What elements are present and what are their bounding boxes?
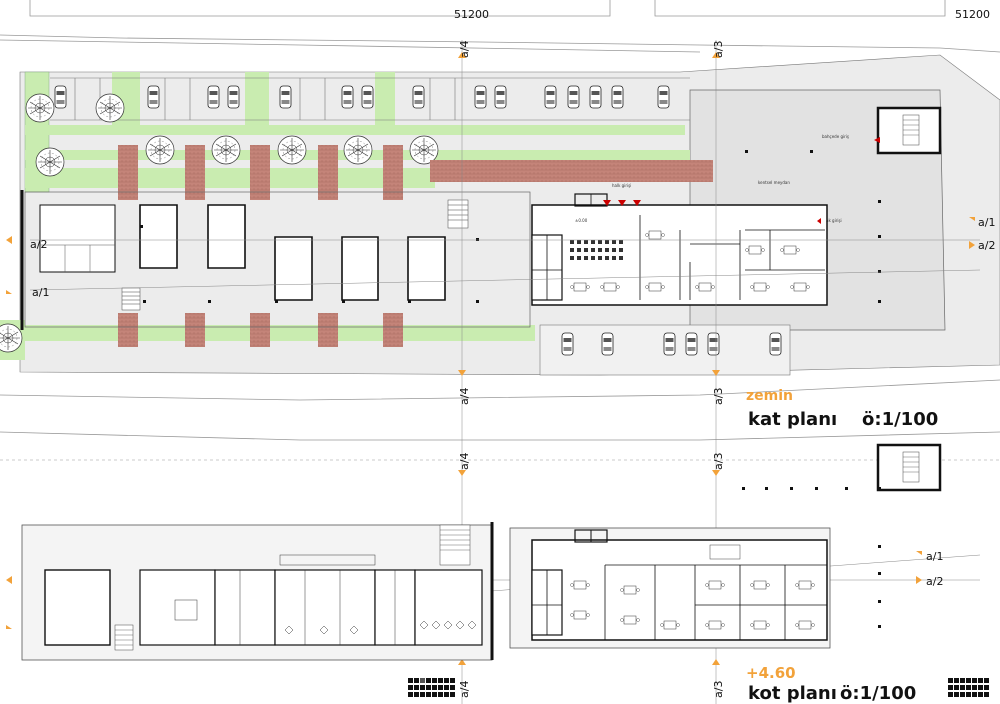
street-lines-top — [0, 0, 1000, 53]
ground-floor-title-level: zemin — [746, 388, 793, 404]
upper-floor-title-main: kot planı — [748, 683, 837, 704]
ground-floor-title-main: kat planı — [748, 409, 837, 430]
section-a1-right: a/1 — [978, 216, 995, 229]
ground-floor-plan: bahçede giriş kentsel meydan halk girişi… — [0, 54, 1000, 376]
section-a2-right-upper: a/2 — [926, 575, 943, 588]
scale-bar-icon — [408, 678, 455, 697]
parking-cars-bottom — [539, 324, 791, 376]
section-a4-upper: a/4 — [458, 453, 471, 470]
section-arrow-icon — [6, 52, 975, 665]
upper-floor-plan — [21, 443, 942, 661]
label-entry: ak girişi — [826, 218, 842, 223]
upper-floor-title-scale: ö:1/100 — [840, 683, 916, 704]
section-a1-left: a/1 — [32, 286, 49, 299]
section-a3-top: a/3 — [712, 41, 725, 58]
section-a4-bottom: a/4 — [458, 681, 471, 698]
scale-bar-icon — [948, 678, 989, 697]
brick-paving — [118, 145, 713, 347]
guard-house — [874, 106, 942, 155]
upper-floor-title-level: +4.60 — [746, 664, 796, 682]
dimension-top-right: 51200 — [955, 8, 990, 21]
ground-floor-title-scale: ö:1/100 — [862, 409, 938, 430]
section-a2-right: a/2 — [978, 239, 995, 252]
dimension-top-left: 51200 — [454, 8, 489, 21]
label-elevation: ±0.00 — [575, 218, 588, 223]
street-lines-mid — [0, 379, 1000, 461]
section-a4-top: a/4 — [458, 41, 471, 58]
label-city-square: kentsel meydan — [758, 180, 790, 185]
label-public-entry: halk girişi — [612, 183, 631, 188]
section-a3-bottom: a/3 — [712, 681, 725, 698]
main-building-ground — [531, 193, 828, 306]
section-a1-right-upper: a/1 — [926, 550, 943, 563]
section-a4-mid: a/4 — [458, 388, 471, 405]
section-a3-upper: a/3 — [712, 453, 725, 470]
section-a3-mid: a/3 — [712, 388, 725, 405]
label-service-entry: bahçede giriş — [822, 134, 849, 139]
section-a2-left: a/2 — [30, 238, 47, 251]
